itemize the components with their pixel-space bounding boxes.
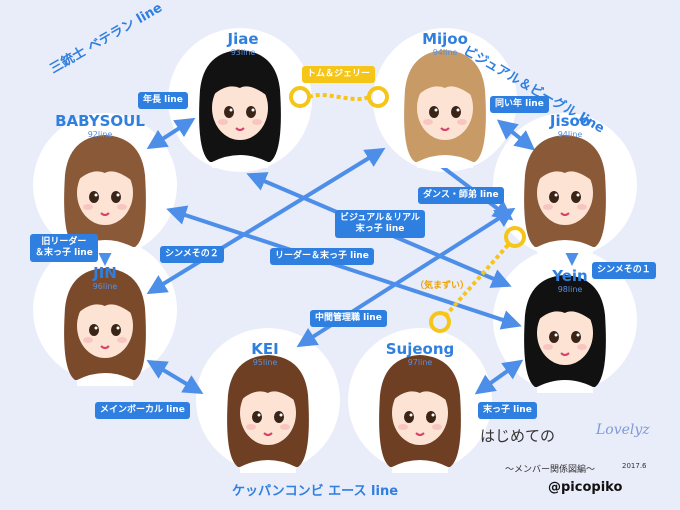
arrow-maknae <box>474 359 524 395</box>
member-name-jisoo: Jisoo <box>549 112 591 130</box>
face-jiae <box>199 50 281 168</box>
member-line-jiae: 93line <box>230 48 256 57</box>
group-keppan: ケッパンコンビ エース line <box>232 484 399 499</box>
member-line-jin: 96line <box>92 282 118 291</box>
label-nencho: 年長 line <box>138 92 188 109</box>
face-yein <box>524 275 606 393</box>
label-visual-real: ビジュアル＆リアル 末っ子 line <box>335 210 426 238</box>
member-faces <box>64 50 606 473</box>
face-kei <box>227 355 309 473</box>
footer-subtitle: 〜メンバー関係図編〜 <box>505 465 596 475</box>
member-line-yein: 98line <box>557 285 583 294</box>
face-jin <box>64 268 146 386</box>
label-simesono2: シンメその２ <box>160 246 224 263</box>
label-dance: ダンス・師弟 line <box>418 187 504 204</box>
label-leader-maknae: リーダー＆末っ子 line <box>270 248 374 265</box>
footer-date: 2017.6 <box>622 462 647 470</box>
member-line-mijoo: 94line <box>432 48 458 57</box>
arrow-onaidoshi <box>496 119 536 151</box>
face-sujeong <box>379 355 461 473</box>
member-line-sujeong: 97line <box>407 358 433 367</box>
member-name-sujeong: Sujeong <box>385 340 455 358</box>
handcuff-kimazui <box>429 226 526 333</box>
lovelyz-logo: Lovelyz <box>596 422 650 438</box>
label-maknae: 末っ子 line <box>478 402 537 419</box>
face-babysoul <box>64 135 146 253</box>
footer-title: はじめての <box>480 427 556 445</box>
label-main-vocal: メインボーカル line <box>95 402 190 419</box>
arrow-main-vocal <box>146 359 204 395</box>
member-name-kei: KEI <box>251 340 279 358</box>
face-mijoo <box>404 50 486 168</box>
member-line-jisoo: 94line <box>557 130 583 139</box>
handcuff-tom-jerry <box>289 86 389 108</box>
face-jisoo <box>524 135 606 253</box>
member-line-kei: 95line <box>252 358 278 367</box>
member-name-babysoul: BABYSOUL <box>55 112 145 130</box>
member-line-babysoul: 92line <box>87 130 113 139</box>
label-leader-old: 旧リーダー ＆末っ子 line <box>30 234 98 262</box>
label-onaidoshi: 同い年 line <box>490 96 549 113</box>
member-name-jiae: Jiae <box>227 30 259 48</box>
label-simesono1: シンメその１ <box>592 262 656 279</box>
label-kimazui: （気まずい） <box>415 281 470 291</box>
member-name-mijoo: Mijoo <box>422 30 468 48</box>
member-name-jin: JIN <box>93 264 117 282</box>
label-chukan: 中間管理職 line <box>310 310 387 327</box>
arrow-nencho <box>146 117 196 150</box>
member-name-yein: Yein <box>552 267 588 285</box>
footer-brand: @picopiko <box>548 480 623 495</box>
label-tom-jerry: トム＆ジェリー <box>302 66 376 83</box>
